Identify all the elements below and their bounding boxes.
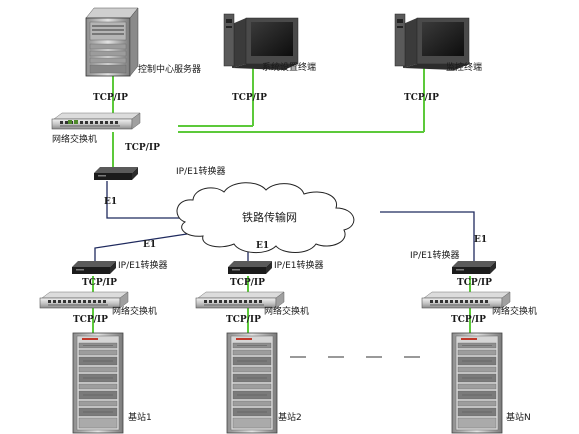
station-2-switch-icon <box>195 291 285 309</box>
station-n-label: 基站N <box>506 413 531 423</box>
station-1-switch-icon <box>39 291 129 309</box>
control-server-label: 控制中心服务器 <box>138 65 202 75</box>
tcpip-label-station-1-bottom: TCP/IP <box>73 315 108 325</box>
station-n-switch-label: 网络交换机 <box>492 307 538 317</box>
monitor-terminal-icon <box>394 13 470 71</box>
e1-link-station-1 <box>94 231 201 262</box>
center-converter-label: IP/E1转换器 <box>176 167 226 177</box>
railway-network-label: 铁路传输网 <box>242 211 297 224</box>
station-n-switch-icon <box>421 291 511 309</box>
tcpip-label-core: TCP/IP <box>125 143 160 153</box>
station-2-rack-icon <box>226 332 278 434</box>
tcpip-label-config: TCP/IP <box>232 93 267 103</box>
e1-label-center: E1 <box>104 197 118 207</box>
station-2-label: 基站2 <box>278 413 302 423</box>
center-converter-icon <box>94 167 138 180</box>
ethernet-link-monitor-terminal <box>178 68 425 133</box>
tcpip-label-station-n-top: TCP/IP <box>457 278 492 288</box>
station-2-switch-label: 网络交换机 <box>264 307 310 317</box>
ethernet-link-config-terminal <box>178 68 254 127</box>
station-1-switch-label: 网络交换机 <box>112 307 158 317</box>
tcpip-label-server: TCP/IP <box>93 93 128 103</box>
tcpip-label-station-n-bottom: TCP/IP <box>451 315 486 325</box>
station-1-converter-icon <box>72 261 116 274</box>
station-1-rack-icon <box>72 332 124 434</box>
station-1-label: 基站1 <box>128 413 152 423</box>
tcpip-label-station-2-bottom: TCP/IP <box>226 315 261 325</box>
station-1-converter-label: IP/E1转换器 <box>118 261 168 271</box>
station-2-converter-label: IP/E1转换器 <box>274 261 324 271</box>
e1-link-center <box>106 181 183 219</box>
station-n-converter-icon <box>452 261 496 274</box>
railway-network-cloud <box>176 182 355 253</box>
config-terminal-label: 系统设置终端 <box>262 63 317 73</box>
station-n-converter-label: IP/E1转换器 <box>410 251 460 261</box>
e1-label-station-n: E1 <box>474 235 488 245</box>
e1-label-station-1: E1 <box>143 240 157 250</box>
core-switch-icon <box>51 112 141 130</box>
control-server-icon <box>85 7 139 77</box>
tcpip-label-monitor: TCP/IP <box>404 93 439 103</box>
tcpip-label-station-1-top: TCP/IP <box>82 278 117 288</box>
core-switch-label: 网络交换机 <box>52 135 98 145</box>
tcpip-label-station-2-top: TCP/IP <box>230 278 265 288</box>
station-2-converter-icon <box>228 261 272 274</box>
monitor-terminal-label: 监控终端 <box>446 63 483 73</box>
config-terminal-icon <box>223 13 299 71</box>
e1-link-station-n <box>380 211 475 264</box>
station-n-rack-icon <box>451 332 503 434</box>
e1-label-station-2: E1 <box>256 241 270 251</box>
